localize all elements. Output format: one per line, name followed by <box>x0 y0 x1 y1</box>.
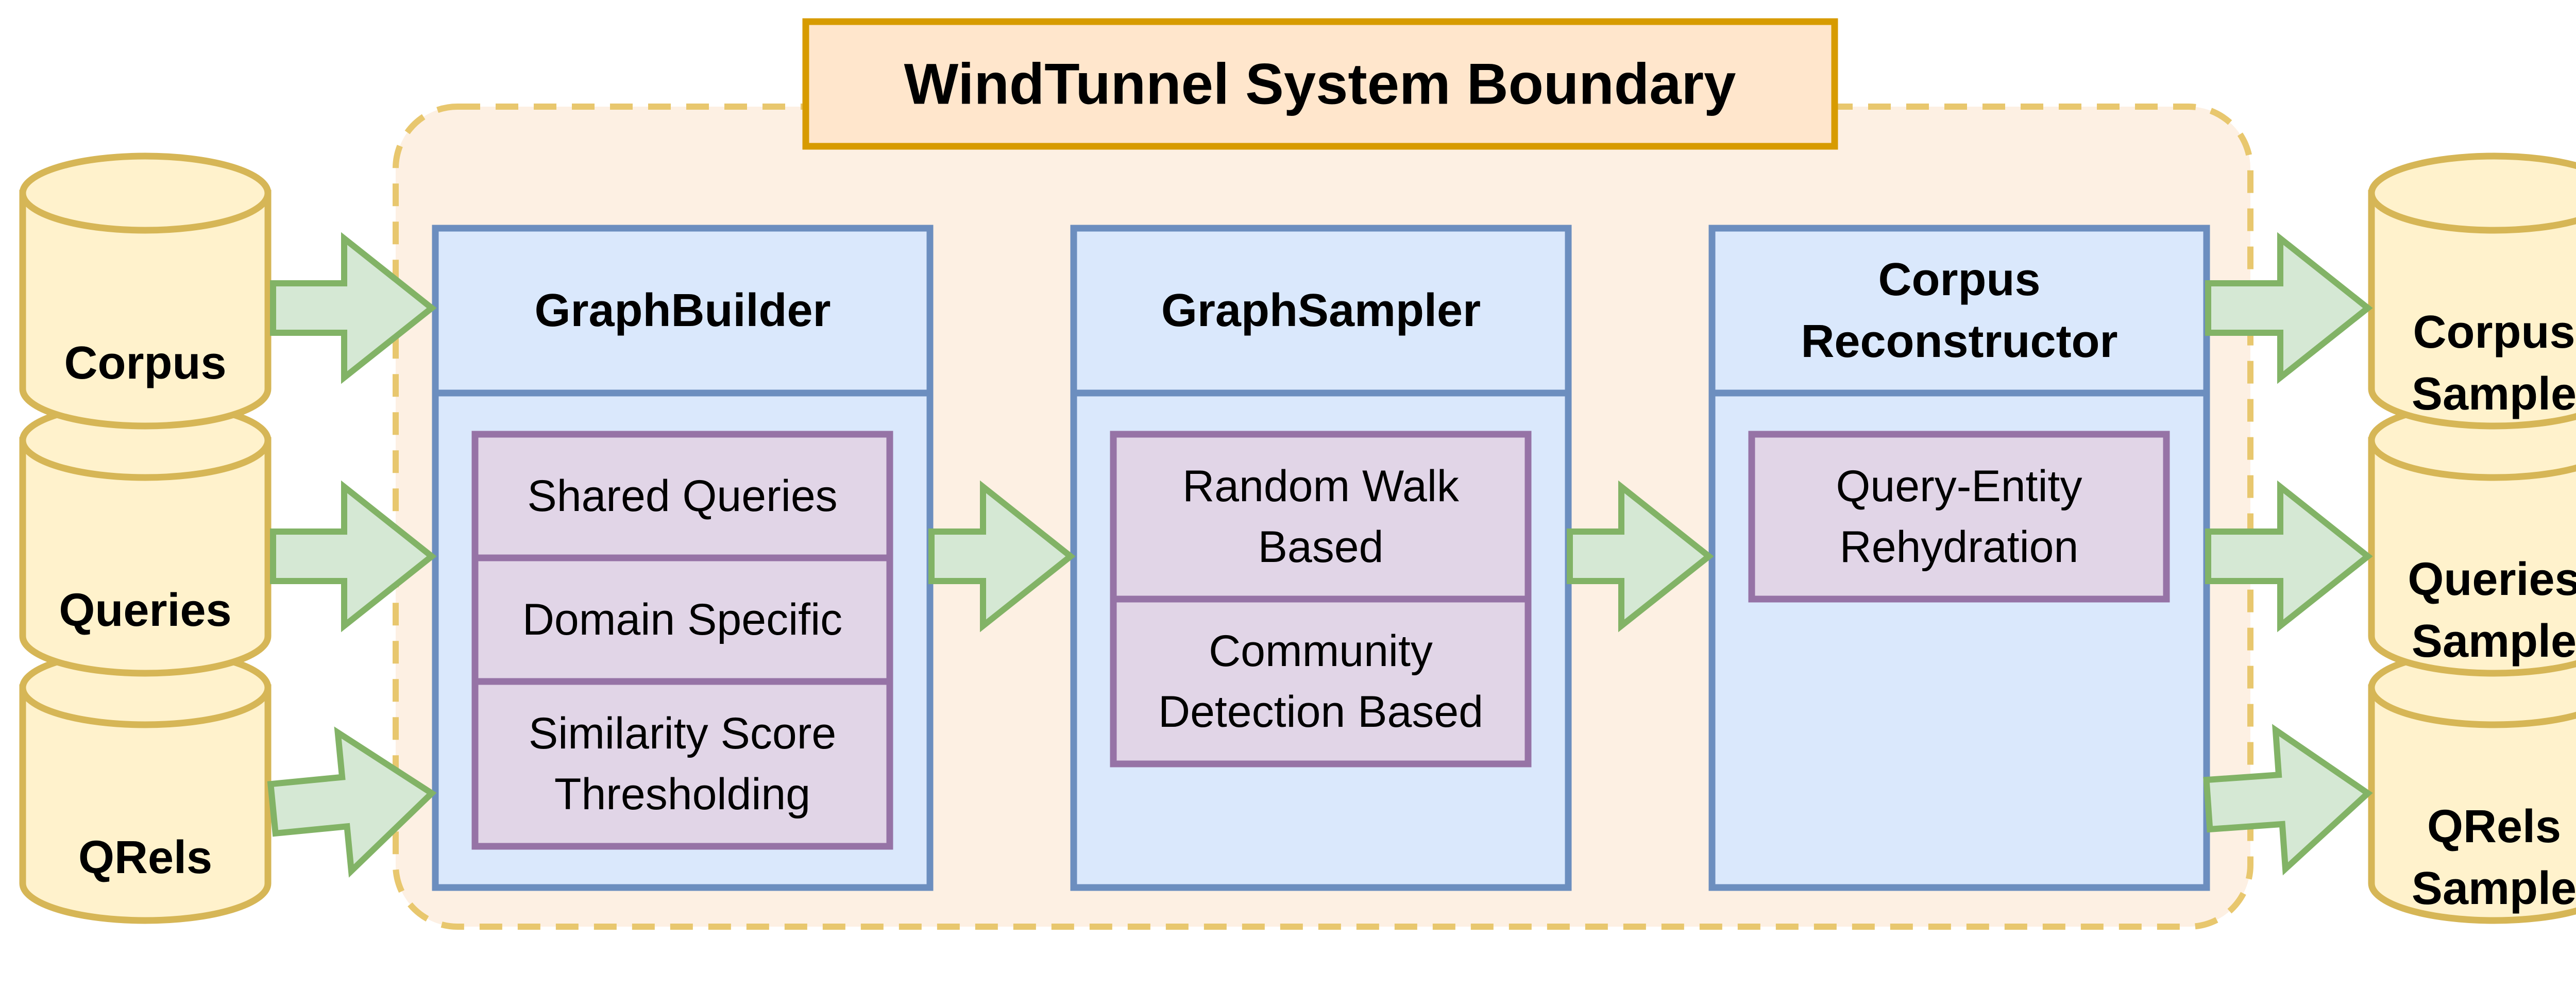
module-item-label: Detection Based <box>1158 687 1483 737</box>
arrow-graphsampler-to-reconstructor <box>1567 480 1714 633</box>
cylinder-label: QRels <box>2427 801 2561 852</box>
module-item: Domain Specific <box>471 554 893 685</box>
module-item-label: Similarity Score <box>529 709 836 758</box>
cylinder-queries: Queries <box>19 400 272 677</box>
module-title: GraphSampler <box>1161 285 1481 336</box>
input-datasets: QRels Queries Corpus <box>19 152 272 924</box>
cylinder-label: QRels <box>78 832 212 883</box>
arrow-reconstructor-to-corpus-sample <box>2205 232 2373 384</box>
boundary-title-box: WindTunnel System Boundary <box>802 18 1838 150</box>
cylinder-corpus: Corpus <box>19 152 272 430</box>
module-title: Reconstructor <box>1801 316 2117 367</box>
arrow-qrels-to-graphbuilder <box>267 726 437 878</box>
module-item-label: Rehydration <box>1840 522 2079 572</box>
module-corpus-reconstructor: CorpusReconstructorQuery-EntityRehydrati… <box>1708 225 2210 891</box>
flow-arrows <box>267 232 2373 878</box>
cylinder-label: Queries <box>59 585 231 636</box>
arrow-graphbuilder-to-graphsampler <box>928 480 1076 633</box>
module-item-label: Based <box>1258 522 1384 572</box>
arrow-corpus-to-graphbuilder <box>270 232 437 384</box>
boundary-title: WindTunnel System Boundary <box>904 52 1736 116</box>
module-item-label: Domain Specific <box>522 595 842 644</box>
cylinder-label: Sample <box>2412 863 2576 914</box>
module-title: Corpus <box>1878 254 2041 305</box>
module-item-label: Community <box>1209 626 1433 676</box>
cylinder-label: Corpus <box>2413 306 2575 358</box>
arrow-queries-to-graphbuilder <box>270 480 437 633</box>
arrow-reconstructor-to-queries-sample <box>2205 480 2373 633</box>
cylinder-label: Corpus <box>64 337 227 389</box>
module-item-label: Random Walk <box>1182 462 1460 511</box>
module-item-label: Thresholding <box>554 770 810 819</box>
arrow-reconstructor-to-qrels-sample <box>2203 724 2373 876</box>
module-item-label: Query-Entity <box>1836 462 2082 511</box>
module-title: GraphBuilder <box>534 285 831 336</box>
cylinder-label: Queries <box>2408 554 2576 605</box>
cylinder-label: Sample <box>2412 616 2576 667</box>
module-item-label: Shared Queries <box>527 471 837 521</box>
cylinder-label: Sample <box>2412 368 2576 420</box>
module-item: Shared Queries <box>471 431 893 561</box>
cylinder-qrels: QRels <box>19 647 272 924</box>
